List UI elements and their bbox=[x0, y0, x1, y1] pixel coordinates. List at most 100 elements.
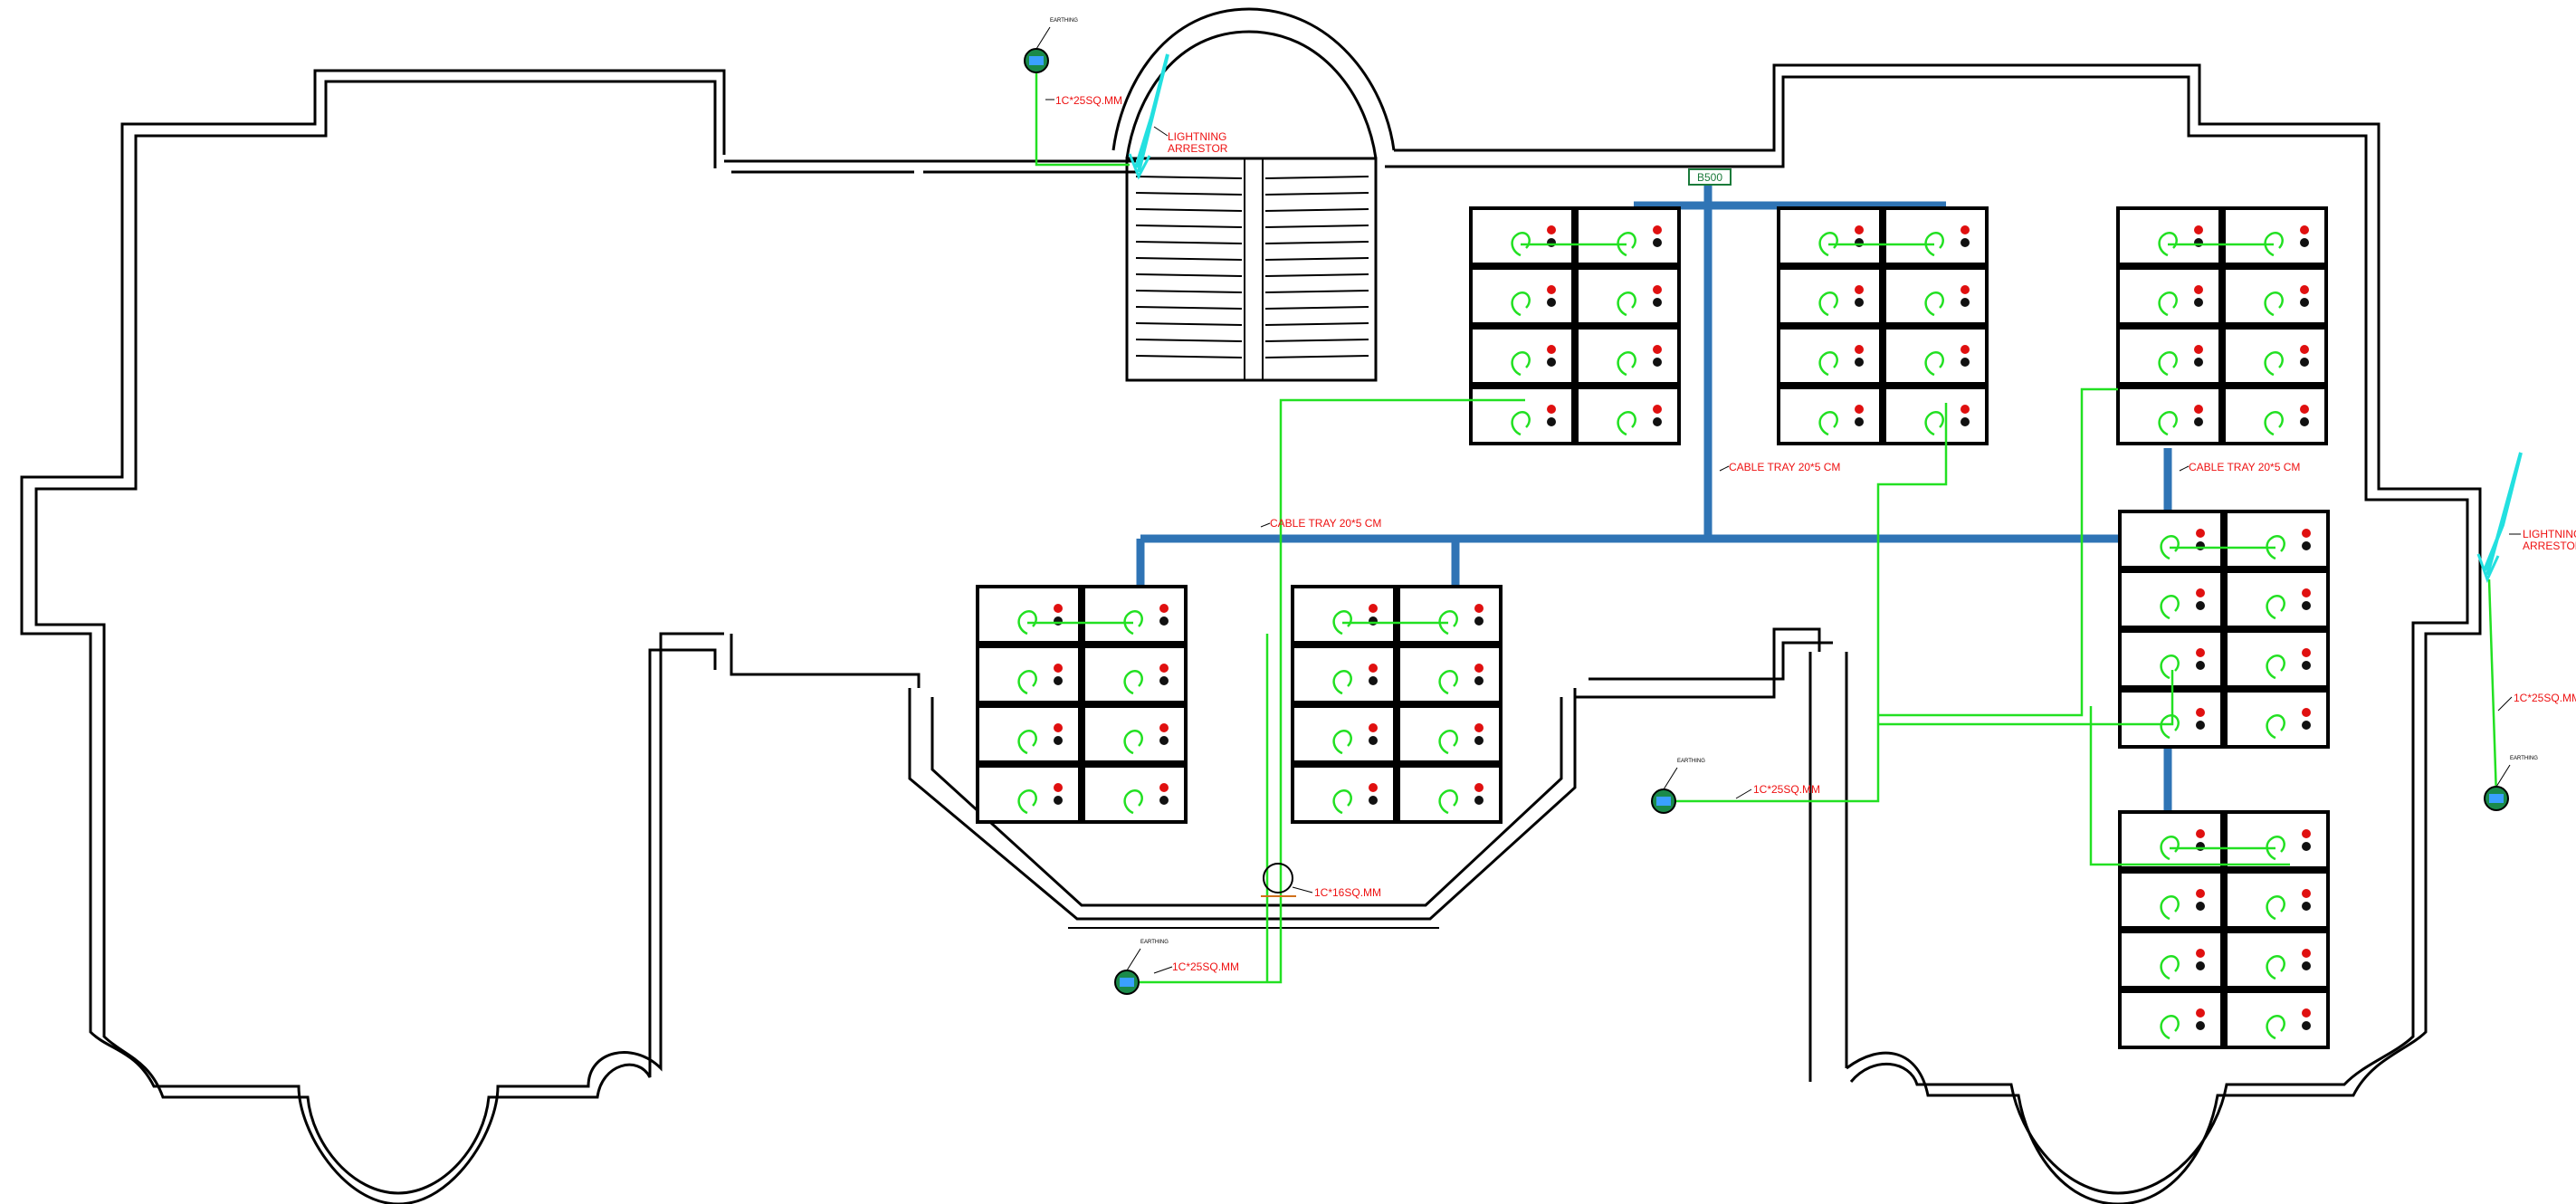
positive-terminal bbox=[1474, 664, 1484, 673]
negative-terminal bbox=[2302, 842, 2311, 851]
battery-rack bbox=[1469, 206, 1681, 445]
negative-terminal bbox=[2196, 961, 2205, 970]
stair-tread bbox=[1264, 355, 1369, 358]
stair-tread bbox=[1135, 192, 1243, 196]
battery-cell bbox=[1575, 386, 1681, 445]
battery-cell bbox=[2222, 386, 2328, 445]
battery-cell bbox=[2118, 989, 2224, 1049]
cable-loop bbox=[1017, 788, 1037, 815]
positive-terminal bbox=[1054, 723, 1063, 732]
positive-terminal bbox=[1369, 664, 1378, 673]
earth-pit-icon[interactable] bbox=[2484, 764, 2511, 811]
battery-cell bbox=[1082, 764, 1188, 824]
negative-terminal bbox=[1054, 736, 1063, 745]
cable-loop bbox=[2266, 835, 2285, 861]
cable-loop bbox=[1617, 350, 1636, 377]
battery-cell bbox=[2118, 510, 2224, 569]
negative-terminal bbox=[2300, 238, 2309, 247]
positive-terminal bbox=[1547, 405, 1556, 414]
cable-tray-network bbox=[1136, 181, 2172, 851]
panel-b500[interactable]: B500 bbox=[1688, 168, 1732, 186]
negative-terminal bbox=[1369, 616, 1378, 626]
positive-terminal bbox=[1961, 285, 1970, 294]
negative-terminal bbox=[2194, 417, 2203, 426]
positive-terminal bbox=[1547, 345, 1556, 354]
negative-terminal bbox=[1653, 358, 1662, 367]
negative-terminal bbox=[2300, 417, 2309, 426]
negative-terminal bbox=[1369, 736, 1378, 745]
negative-terminal bbox=[2196, 721, 2205, 730]
battery-cell bbox=[2224, 629, 2330, 689]
negative-terminal bbox=[2196, 1021, 2205, 1030]
positive-terminal bbox=[1054, 664, 1063, 673]
battery-cell bbox=[2224, 930, 2330, 989]
stair-tread bbox=[1135, 241, 1243, 244]
cable-tray-label: CABLE TRAY 20*5 CM bbox=[2189, 461, 2300, 473]
positive-terminal bbox=[1054, 783, 1063, 792]
cable-loop bbox=[2158, 410, 2178, 436]
cable-loop bbox=[2264, 410, 2284, 436]
stair-tread bbox=[1135, 273, 1243, 277]
negative-terminal bbox=[1474, 616, 1484, 626]
negative-terminal bbox=[1961, 298, 1970, 307]
stair-tread bbox=[1135, 306, 1243, 310]
battery-cell bbox=[2118, 930, 2224, 989]
negative-terminal bbox=[2194, 358, 2203, 367]
cable-label: 1C*25SQ.MM bbox=[2514, 692, 2576, 704]
battery-rack bbox=[2118, 810, 2330, 1049]
positive-terminal bbox=[2194, 225, 2203, 234]
positive-terminal bbox=[2302, 708, 2311, 717]
cable-loop bbox=[1438, 788, 1458, 815]
battery-cell bbox=[976, 585, 1082, 645]
positive-terminal bbox=[2302, 1008, 2311, 1018]
positive-terminal bbox=[1474, 783, 1484, 792]
negative-terminal bbox=[1054, 796, 1063, 805]
positive-terminal bbox=[2196, 889, 2205, 898]
stair-tread bbox=[1135, 322, 1243, 326]
stair-treads bbox=[1135, 176, 1369, 358]
stair-tread bbox=[1135, 290, 1243, 293]
stair-tread bbox=[1135, 208, 1243, 212]
stair-tread bbox=[1264, 192, 1369, 196]
battery-cell bbox=[1397, 645, 1503, 704]
cable-loop bbox=[2264, 231, 2284, 257]
negative-terminal bbox=[1961, 417, 1970, 426]
negative-terminal bbox=[2302, 721, 2311, 730]
negative-terminal bbox=[1961, 238, 1970, 247]
cable-loop bbox=[2160, 835, 2180, 861]
battery-rack bbox=[1777, 206, 1989, 445]
negative-terminal bbox=[2196, 541, 2205, 550]
earth-pit-icon[interactable] bbox=[1651, 767, 1678, 814]
cable-loop bbox=[2266, 894, 2285, 921]
negative-terminal bbox=[1159, 736, 1169, 745]
positive-terminal bbox=[1855, 405, 1864, 414]
cable-loop bbox=[2266, 594, 2285, 620]
positive-terminal bbox=[2300, 405, 2309, 414]
battery-cell bbox=[1082, 585, 1188, 645]
cable-loop bbox=[1511, 291, 1531, 317]
battery-cell bbox=[1469, 266, 1575, 326]
cable-loop bbox=[1511, 410, 1531, 436]
lightning-arrestor-label: ARRESTOR bbox=[1168, 142, 1228, 155]
battery-rack bbox=[1291, 585, 1503, 824]
positive-terminal bbox=[1547, 285, 1556, 294]
battery-racks bbox=[976, 206, 2330, 1049]
cable-loop bbox=[1617, 291, 1636, 317]
earth-pit-icon[interactable] bbox=[1024, 26, 1051, 73]
cable-loop bbox=[1123, 609, 1143, 635]
negative-terminal bbox=[2196, 902, 2205, 911]
positive-terminal bbox=[2196, 949, 2205, 958]
positive-terminal bbox=[1547, 225, 1556, 234]
positive-terminal bbox=[2194, 405, 2203, 414]
battery-cell bbox=[1397, 585, 1503, 645]
cable-loop bbox=[2160, 713, 2180, 740]
cable-loop bbox=[1924, 410, 1944, 436]
cable-loop bbox=[1438, 609, 1458, 635]
earth-pit-icon[interactable] bbox=[1114, 948, 1141, 995]
positive-terminal bbox=[2196, 588, 2205, 597]
positive-terminal bbox=[1369, 723, 1378, 732]
cable-loop bbox=[2158, 291, 2178, 317]
positive-terminal bbox=[1855, 225, 1864, 234]
battery-cell bbox=[1291, 764, 1397, 824]
negative-terminal bbox=[1653, 417, 1662, 426]
